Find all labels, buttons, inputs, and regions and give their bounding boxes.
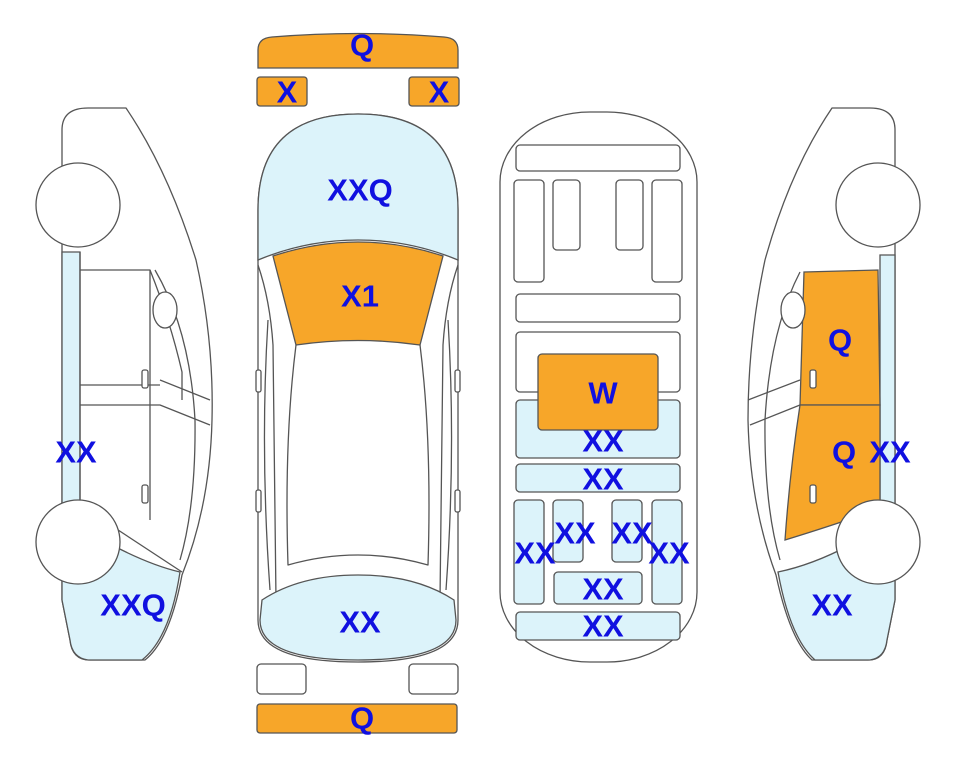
windshield-panel[interactable] <box>272 241 444 346</box>
underbody-view <box>499 111 698 663</box>
floor-seat-right-inner[interactable] <box>611 499 643 563</box>
rear-deck-panel[interactable] <box>259 574 457 661</box>
right-side-view <box>747 107 921 661</box>
right-headlight-panel[interactable] <box>408 76 460 107</box>
left-taillight <box>256 663 307 695</box>
front-bumper-panel[interactable] <box>257 32 459 69</box>
floor-seat-right-outer[interactable] <box>651 499 683 605</box>
floor-row-4[interactable] <box>515 611 681 641</box>
left-side-view <box>35 107 213 661</box>
left-front-wheel <box>35 162 121 248</box>
right-front-wheel <box>835 162 921 248</box>
floor-seat-left-outer[interactable] <box>513 499 545 605</box>
floor-row-3[interactable] <box>553 571 643 605</box>
top-view <box>255 32 461 734</box>
left-rear-wheel <box>35 499 121 585</box>
hood-panel[interactable] <box>257 113 459 261</box>
floor-row-2[interactable] <box>515 463 681 493</box>
floor-cargo-panel[interactable] <box>537 353 659 431</box>
floor-seat-left-inner[interactable] <box>552 499 584 563</box>
right-taillight <box>408 663 459 695</box>
left-headlight-panel[interactable] <box>256 76 308 107</box>
rear-bumper-panel[interactable] <box>256 703 458 734</box>
right-rear-wheel <box>835 499 921 585</box>
